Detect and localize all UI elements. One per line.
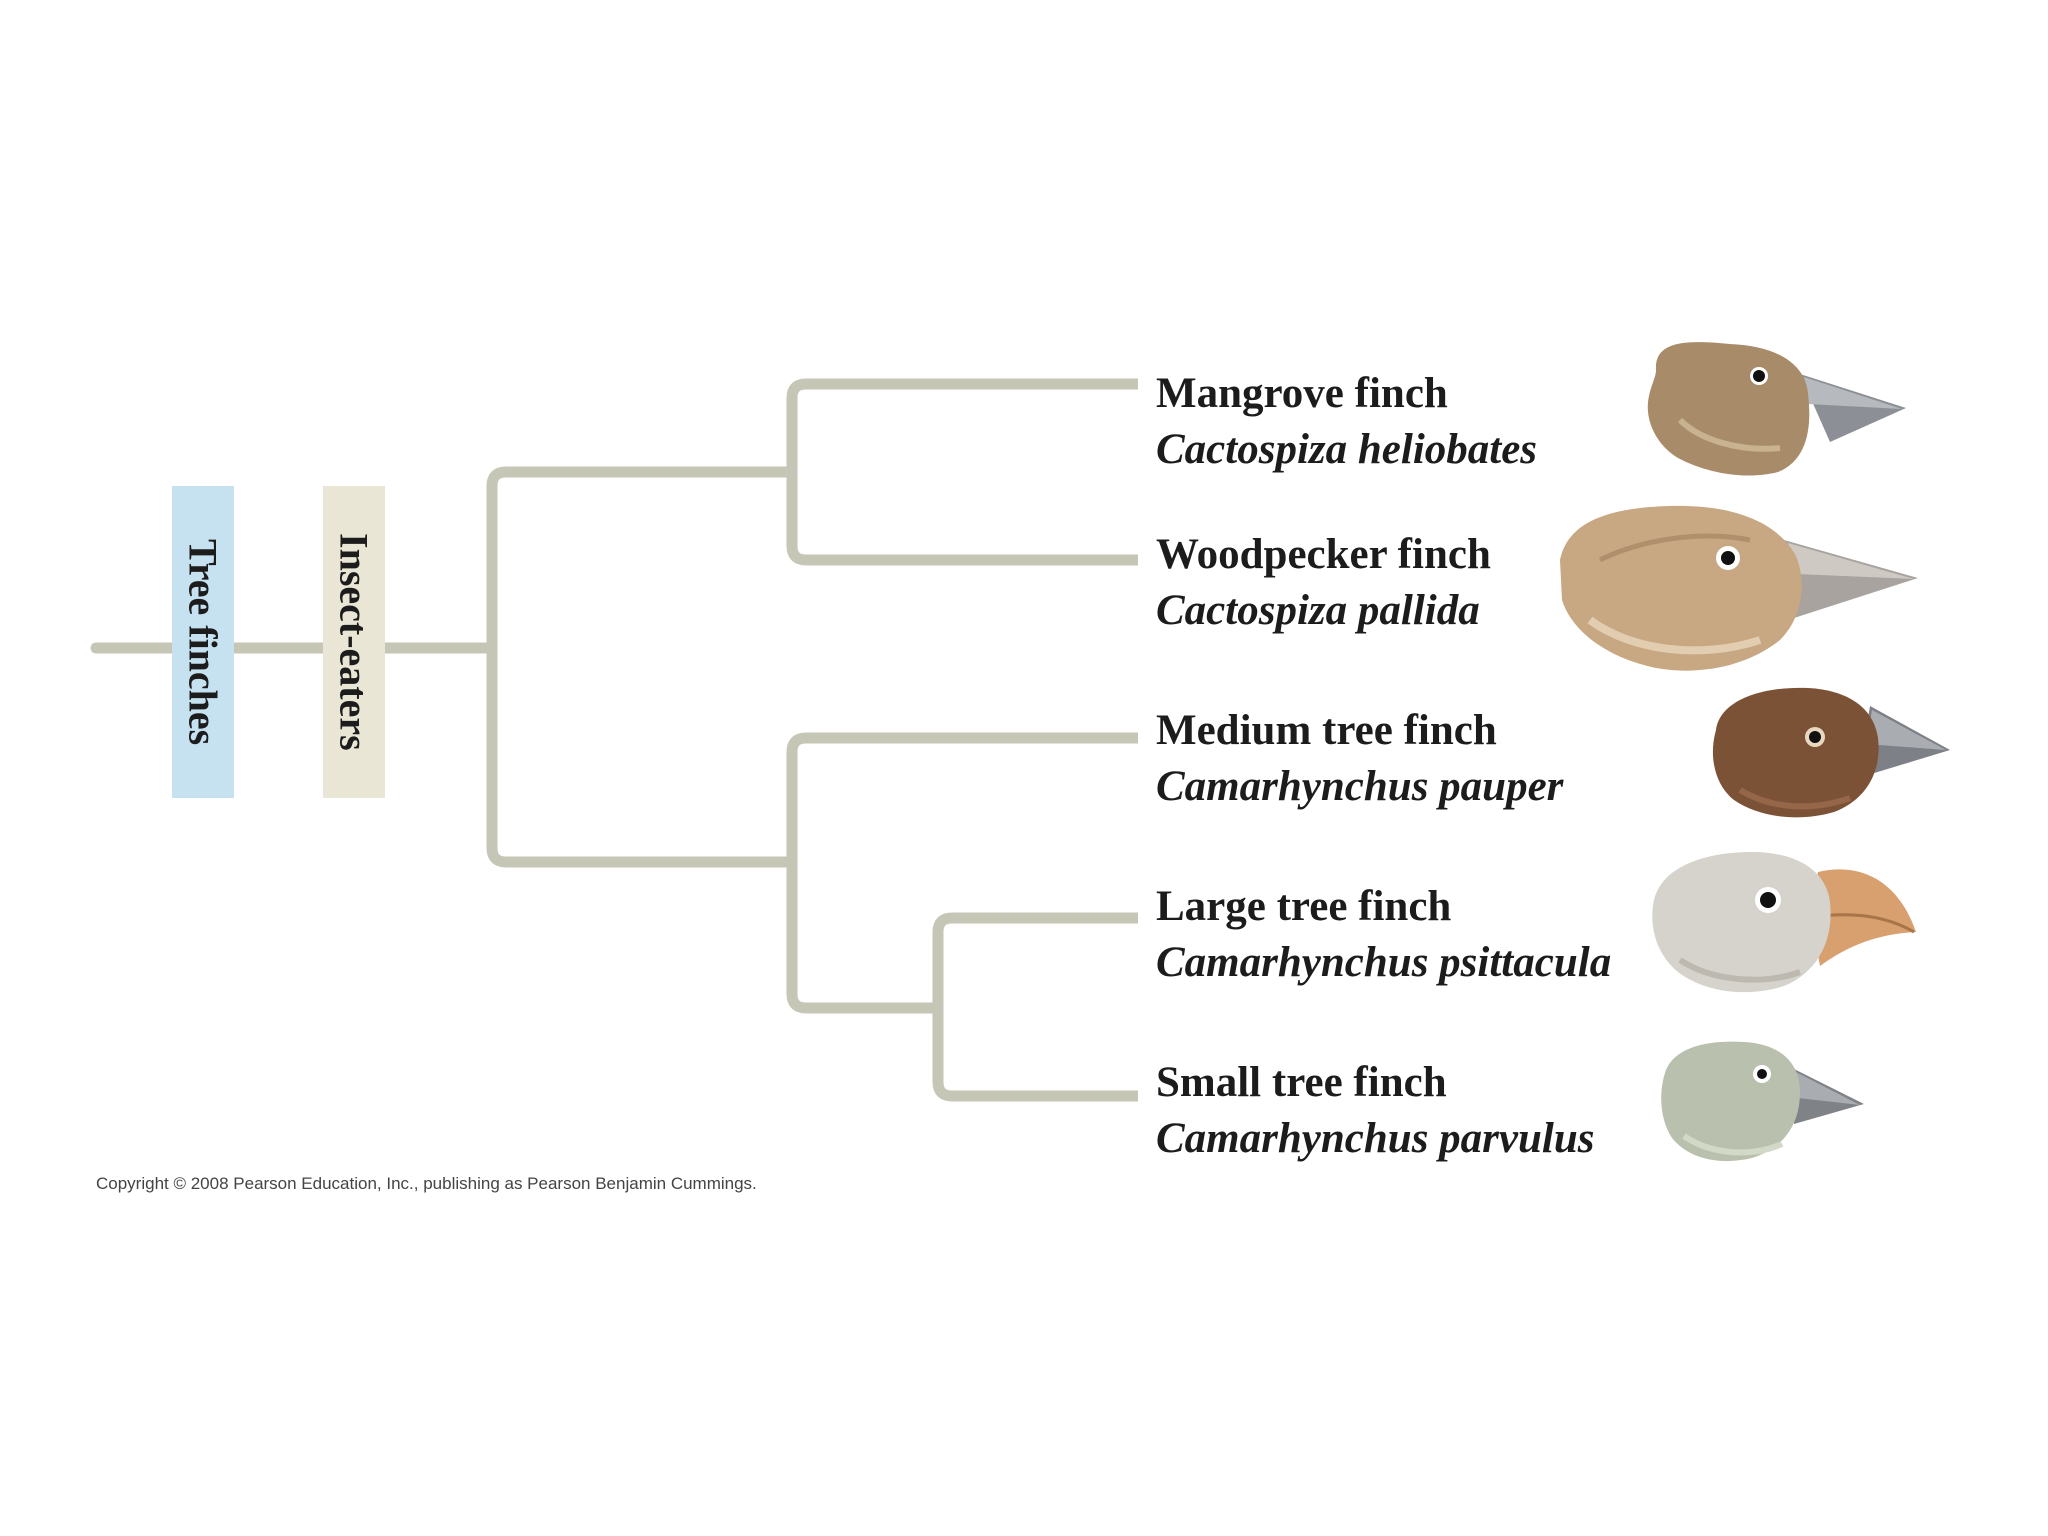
taxon-label: Medium tree finch Camarhynchus pauper: [1156, 709, 1563, 808]
branch-node-cactospiza: [786, 378, 1138, 566]
woodpecker-finch-head: [1560, 505, 1918, 671]
scientific-name: Camarhynchus parvulus: [1156, 1115, 1595, 1162]
scientific-name: Camarhynchus psittacula: [1156, 939, 1612, 986]
taxon-label: Small tree finch Camarhynchus parvulus: [1156, 1061, 1595, 1160]
branch-node-large-small: [932, 912, 1138, 1102]
taxon-label: Mangrove finch Cactospiza heliobates: [1156, 372, 1537, 471]
common-name: Large tree finch: [1156, 883, 1452, 930]
medium-tree-finch-head: [1712, 687, 1950, 818]
scientific-name: Camarhynchus pauper: [1156, 763, 1564, 810]
common-name: Medium tree finch: [1156, 707, 1497, 754]
large-tree-finch-head: [1652, 852, 1916, 993]
taxon-label: Large tree finch Camarhynchus psittacula: [1156, 885, 1611, 984]
branch-node-main: [486, 466, 792, 868]
common-name: Mangrove finch: [1156, 370, 1448, 417]
copyright-notice: Copyright © 2008 Pearson Education, Inc.…: [96, 1174, 757, 1193]
clade-label-tree-finches: Tree finches: [172, 486, 234, 798]
common-name: Small tree finch: [1156, 1059, 1447, 1106]
scientific-name: Cactospiza heliobates: [1156, 426, 1538, 473]
mangrove-finch-head: [1647, 342, 1906, 476]
branch-node-camarhynchus: [786, 732, 1138, 1014]
clade-label-insect-eaters: Insect-eaters: [323, 486, 385, 798]
taxon-label: Woodpecker finch Cactospiza pallida: [1156, 533, 1491, 632]
clade-text-tree-finches: Tree finches: [180, 538, 226, 746]
small-tree-finch-head: [1661, 1041, 1864, 1162]
scientific-name: Cactospiza pallida: [1156, 587, 1480, 634]
clade-text-insect-eaters: Insect-eaters: [331, 533, 377, 751]
common-name: Woodpecker finch: [1156, 531, 1491, 578]
